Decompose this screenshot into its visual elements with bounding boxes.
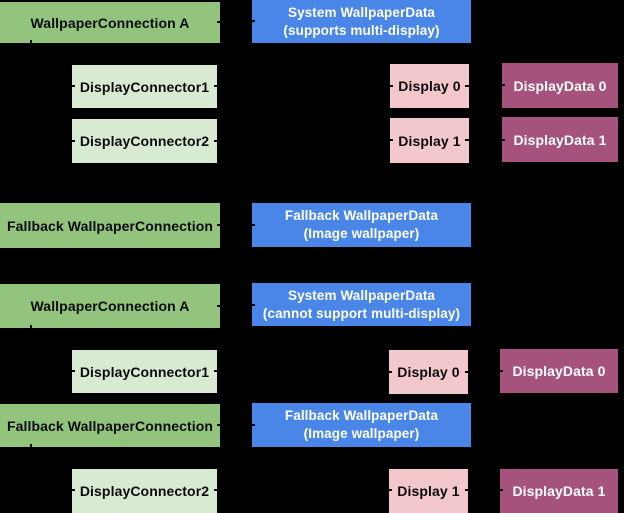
node-label: Display 0 [398,78,461,94]
node-system-wallpaper-data-single: System WallpaperData (cannot support mul… [252,283,471,326]
node-label: System WallpaperData [287,4,436,20]
node-sublabel: (cannot support multi-display) [262,305,461,321]
node-label: Display 0 [397,364,460,380]
connector-tick [69,85,75,87]
node-fallback-wallpaper-data-multi: Fallback WallpaperData (Image wallpaper) [252,203,471,247]
node-display-connector-1-single: DisplayConnector1 [72,350,217,393]
node-label: DisplayData 1 [513,131,607,148]
node-label: Fallback WallpaperConnection [6,217,214,234]
connector-tick [30,40,32,46]
node-display-1-multi: Display 1 [390,118,469,163]
node-label: DisplayConnector1 [79,78,210,95]
node-label: Display 1 [398,132,461,149]
node-display-connector-2-multi: DisplayConnector2 [72,119,217,163]
connector-tick [497,489,503,491]
node-label: DisplayData 1 [512,483,606,499]
connector-tick [465,489,471,491]
connector-tick [69,370,75,372]
node-label: DisplayConnector2 [79,483,210,499]
node-sublabel: (supports multi-display) [283,22,440,38]
connector-tick [387,139,393,141]
node-display-data-0-single: DisplayData 0 [500,349,618,393]
connector-tick [214,489,220,491]
connector-tick [465,85,471,87]
node-display-0-single: Display 0 [389,350,468,394]
node-label: WallpaperConnection A [30,14,190,31]
connector-tick [249,304,255,306]
connector-tick [69,140,75,142]
connector-tick [497,370,503,372]
node-display-0-multi: Display 0 [390,64,469,108]
node-display-data-0-multi: DisplayData 0 [502,63,618,108]
connector-tick [387,85,393,87]
node-wallpaper-connection-a-single: WallpaperConnection A [0,284,220,328]
node-label: Fallback WallpaperData [284,208,439,223]
connector-tick [30,325,32,331]
node-label: WallpaperConnection A [30,298,190,314]
node-label: DisplayConnector2 [79,133,210,149]
connector-tick [465,139,471,141]
node-display-connector-1-multi: DisplayConnector1 [72,65,217,108]
node-fallback-wallpaper-connection-multi: Fallback WallpaperConnection [0,203,220,248]
node-display-connector-2-single: DisplayConnector2 [72,469,217,513]
node-display-1-single: Display 1 [389,469,468,513]
node-label: Fallback WallpaperConnection [6,417,214,434]
node-label: DisplayData 0 [513,77,607,94]
connector-tick [249,224,255,226]
node-label: System WallpaperData [287,287,436,303]
node-label: DisplayConnector1 [79,363,210,380]
node-sublabel: (Image wallpaper) [303,226,420,241]
node-sublabel: (Image wallpaper) [303,426,420,441]
connector-tick [30,444,32,450]
node-fallback-wallpaper-data-single: Fallback WallpaperData (Image wallpaper) [252,403,471,447]
connector-tick [214,85,220,87]
node-fallback-wallpaper-connection-single: Fallback WallpaperConnection [0,404,220,447]
connector-tick [214,370,220,372]
connector-tick [465,371,471,373]
node-label: DisplayData 0 [512,363,606,379]
connector-tick [69,489,75,491]
node-wallpaper-connection-a-multi: WallpaperConnection A [0,2,220,43]
connector-tick [214,140,220,142]
connector-tick [217,305,223,307]
connector-tick [217,224,223,226]
connector-tick [386,371,392,373]
node-display-data-1-multi: DisplayData 1 [502,117,618,162]
node-label: Fallback WallpaperData [284,408,439,423]
node-system-wallpaper-data-multi: System WallpaperData (supports multi-dis… [252,0,471,43]
connector-tick [499,139,505,141]
connector-tick [249,20,255,22]
connector-tick [249,424,255,426]
node-label: Display 1 [397,483,460,499]
connector-tick [217,21,223,23]
connector-tick [217,424,223,426]
node-display-data-1-single: DisplayData 1 [500,469,618,513]
connector-tick [499,84,505,86]
connector-tick [386,489,392,491]
